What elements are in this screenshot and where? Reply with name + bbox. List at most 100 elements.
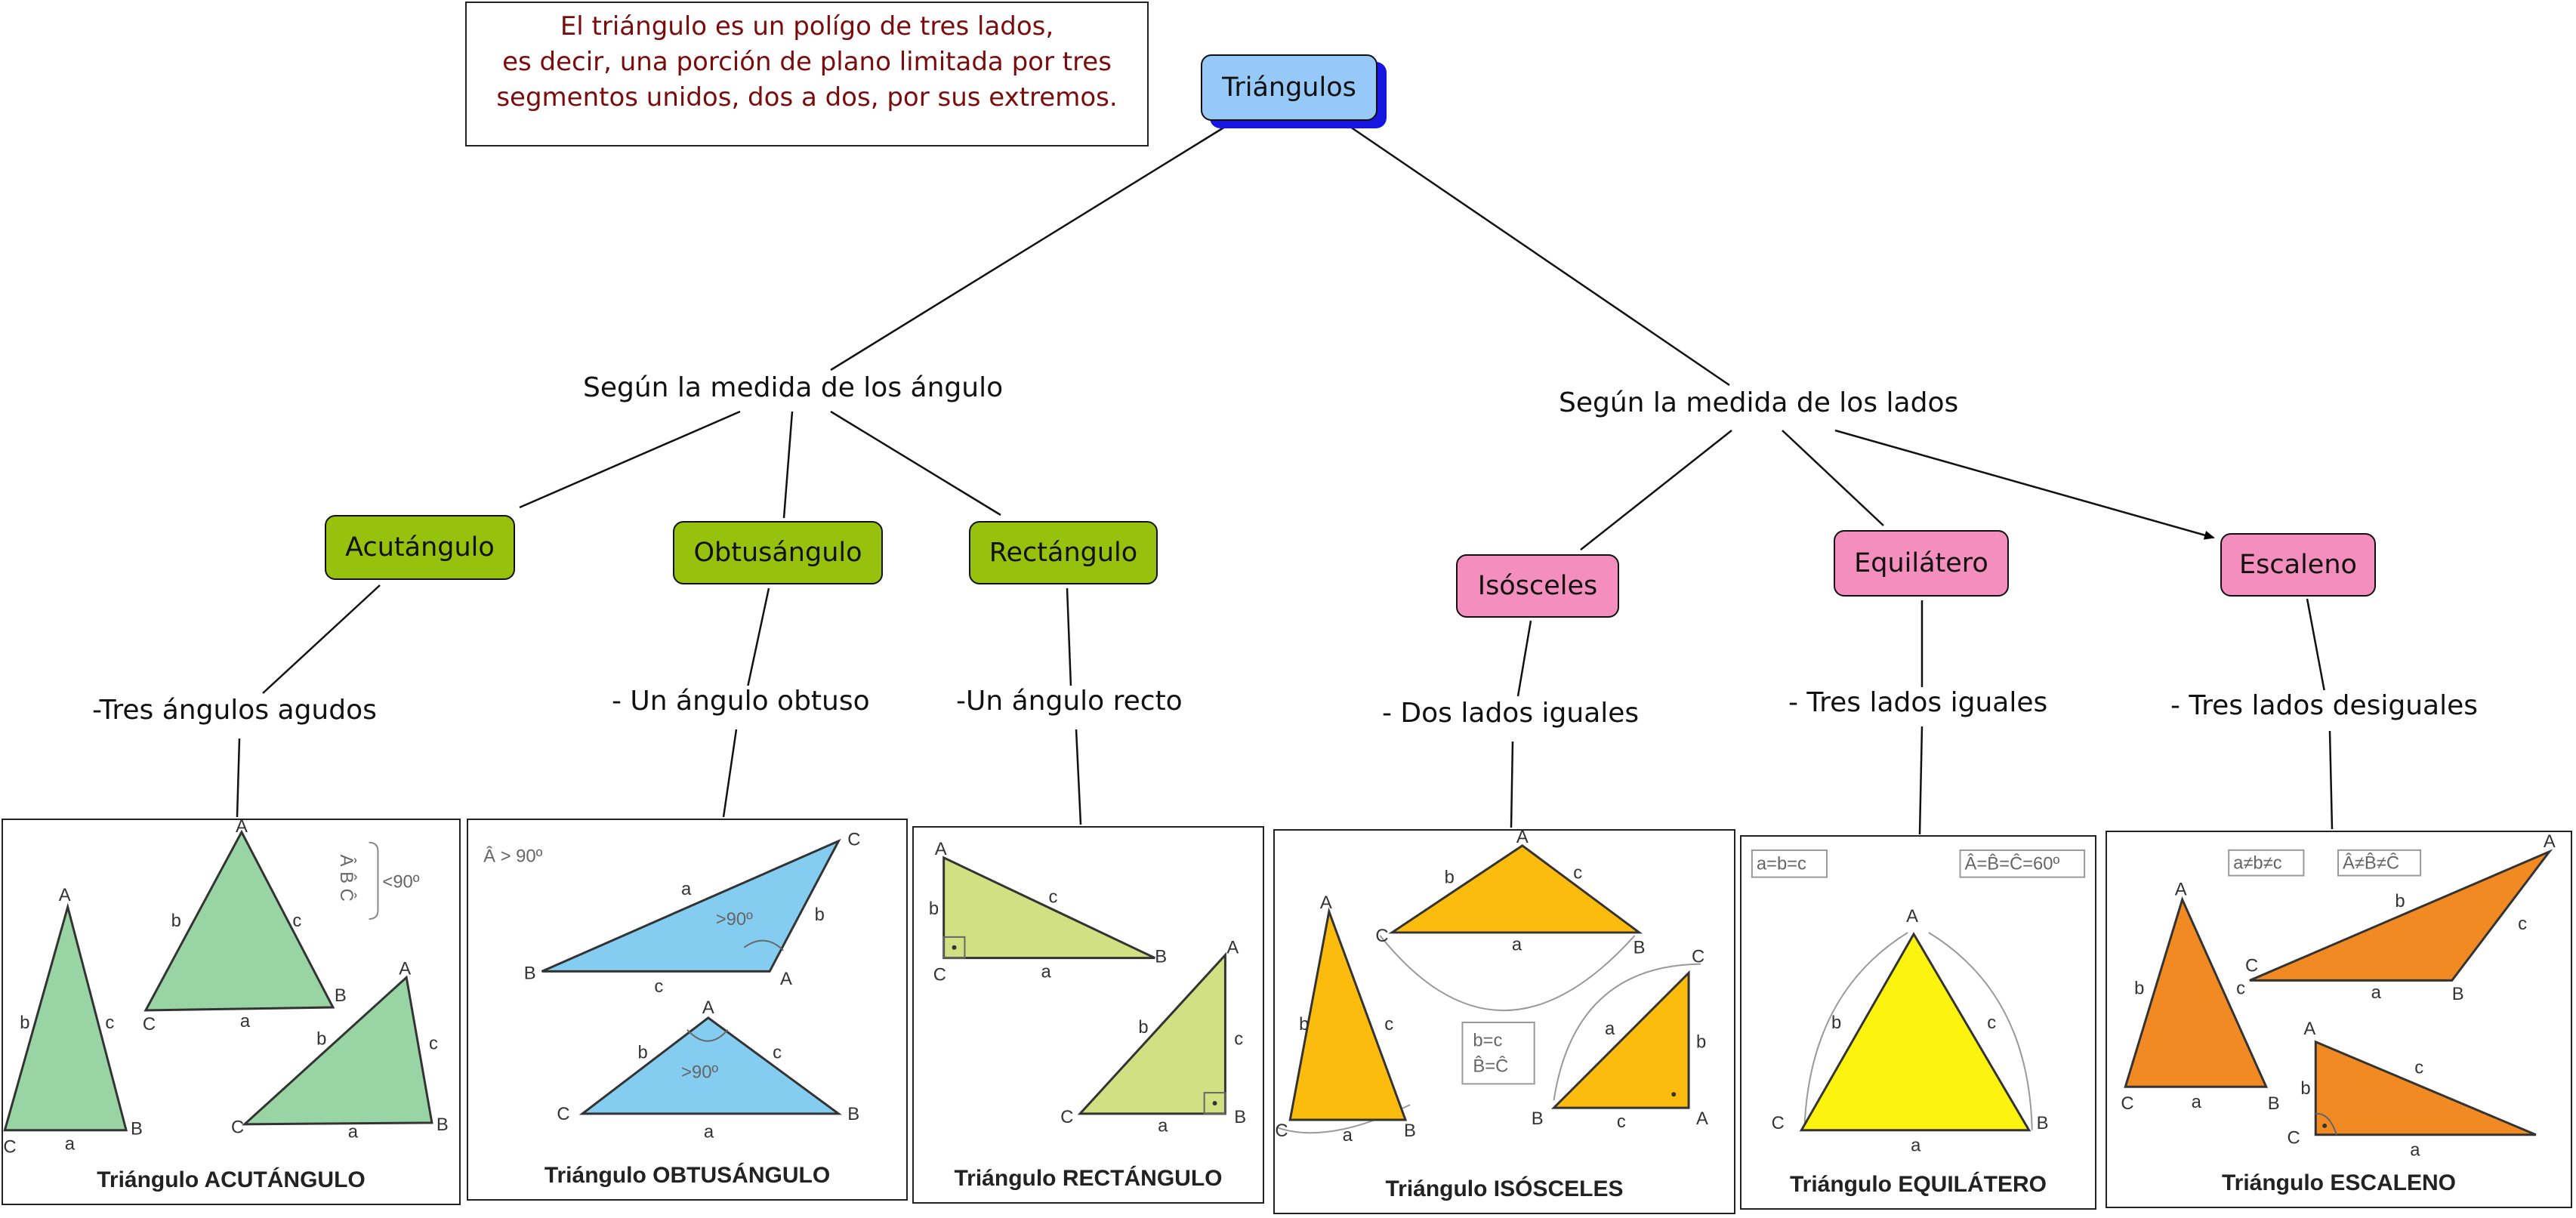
svg-text:c: c [1987,1013,1996,1033]
svg-text:C: C [847,830,860,850]
caption-escaleno: Triángulo ESCALENO [2221,1170,2457,1195]
acute-angle-symbols: Â B̂ Ĉ [336,855,357,902]
svg-text:c: c [292,911,301,931]
desc-obtusangulo: - Un ángulo obtuso [612,686,870,717]
svg-text:c: c [1384,1014,1393,1035]
isosceles-condition-angles: B̂=Ĉ [1473,1055,1508,1076]
svg-text:a: a [1512,935,1522,955]
svg-text:a: a [2410,1140,2420,1161]
svg-text:A: A [1516,831,1529,847]
branch-label-sides: Según la medida de los lados [1559,387,1959,418]
svg-text:A: A [399,958,411,979]
svg-text:b: b [171,911,181,931]
svg-text:A: A [2544,832,2556,852]
right-triangle-bottom [1077,951,1226,1115]
svg-text:B: B [131,1119,143,1139]
svg-text:b: b [1831,1013,1841,1033]
svg-text:B: B [847,1104,859,1124]
link-isosceles-panel [1510,741,1514,828]
node-rectangulo[interactable]: Rectángulo [969,521,1158,584]
svg-text:C: C [557,1104,569,1124]
caption-rectangulo: Triángulo RECTÁNGULO [954,1166,1223,1191]
svg-text:b: b [1445,867,1455,887]
isosceles-triangle-top [1388,844,1643,934]
svg-text:A: A [59,885,71,905]
svg-text:B: B [2452,984,2464,1004]
right-triangle-top [942,856,1155,960]
link-sides-equilateral [1782,430,1884,526]
node-obtusangulo[interactable]: Obtusángulo [673,521,883,584]
equilateral-triangle [1799,932,2031,1132]
svg-text:B: B [1404,1121,1416,1141]
link-right-panel [1075,729,1082,825]
link-angles-acute [519,410,741,509]
node-escaleno[interactable]: Escaleno [2220,533,2376,597]
scalene-triangle-bottom [2314,1040,2537,1136]
node-acutangulo[interactable]: Acutángulo [325,515,515,580]
svg-text:A: A [702,998,714,1018]
svg-text:A: A [1696,1109,1708,1129]
desc-rectangulo: -Un ángulo recto [956,686,1183,717]
acute-condition: <90º [382,871,419,892]
svg-text:B: B [2268,1093,2280,1114]
definition-line-1: El triángulo es un polígo de tres lados, [560,11,1054,42]
link-sides-isosceles [1580,430,1732,550]
svg-text:A: A [1320,893,1332,913]
desc-isosceles: - Dos lados iguales [1382,698,1640,729]
svg-text:C: C [1772,1113,1785,1133]
svg-text:a: a [348,1122,359,1142]
svg-text:a: a [2371,982,2382,1003]
svg-text:b: b [815,905,825,925]
link-root-sides [1350,125,1730,387]
svg-text:C: C [2121,1093,2133,1114]
svg-text:a: a [1041,961,1052,982]
link-sides-scalene [1834,429,2215,540]
svg-text:a: a [240,1011,251,1031]
svg-text:b: b [1138,1017,1148,1038]
caption-acutangulo: Triángulo ACUTÁNGULO [97,1167,366,1192]
root-node-triangulos[interactable]: Triángulos [1201,54,1377,121]
isosceles-condition-sides: b=c [1473,1031,1502,1051]
svg-text:C: C [3,1137,16,1158]
svg-text:c: c [773,1042,782,1062]
svg-text:C: C [2288,1128,2300,1149]
obtuse-triangle-bottom [578,1016,842,1115]
desc-escaleno: - Tres lados desiguales [2170,690,2479,721]
svg-text:c: c [1573,862,1582,883]
scalene-sides: a≠b≠c [2233,853,2282,874]
acute-triangle-left [3,902,128,1132]
caption-obtusangulo: Triángulo OBTUSÁNGULO [544,1163,831,1188]
node-equilatero[interactable]: Equilátero [1834,530,2009,597]
svg-text:C: C [143,1014,156,1035]
svg-text:b: b [2395,891,2405,911]
svg-text:a: a [704,1122,714,1142]
svg-text:b: b [316,1029,326,1050]
svg-text:b: b [929,899,939,919]
caption-isosceles: Triángulo ISÓSCELES [1385,1176,1624,1201]
svg-text:b: b [638,1042,648,1062]
link-scalene-desc [2306,598,2326,692]
svg-text:b: b [2134,978,2144,998]
desc-acutangulo: -Tres ángulos agudos [92,695,377,726]
svg-text:B: B [1234,1107,1246,1127]
svg-text:c: c [654,976,663,997]
svg-text:a: a [2192,1092,2202,1112]
link-equilateral-panel [1918,726,1924,835]
svg-text:A: A [780,969,792,989]
svg-text:b: b [1299,1014,1309,1035]
definition-line-3: segmentos unidos, dos a dos, por sus ext… [496,82,1118,113]
svg-text:B: B [1532,1109,1544,1129]
scalene-angles: Â≠B̂≠Ĉ [2343,853,2399,874]
node-isosceles[interactable]: Isósceles [1456,554,1619,618]
svg-text:c: c [1048,887,1057,907]
svg-text:a: a [681,879,692,899]
isosceles-triangle-right [1550,970,1690,1109]
svg-text:b: b [1696,1032,1706,1053]
